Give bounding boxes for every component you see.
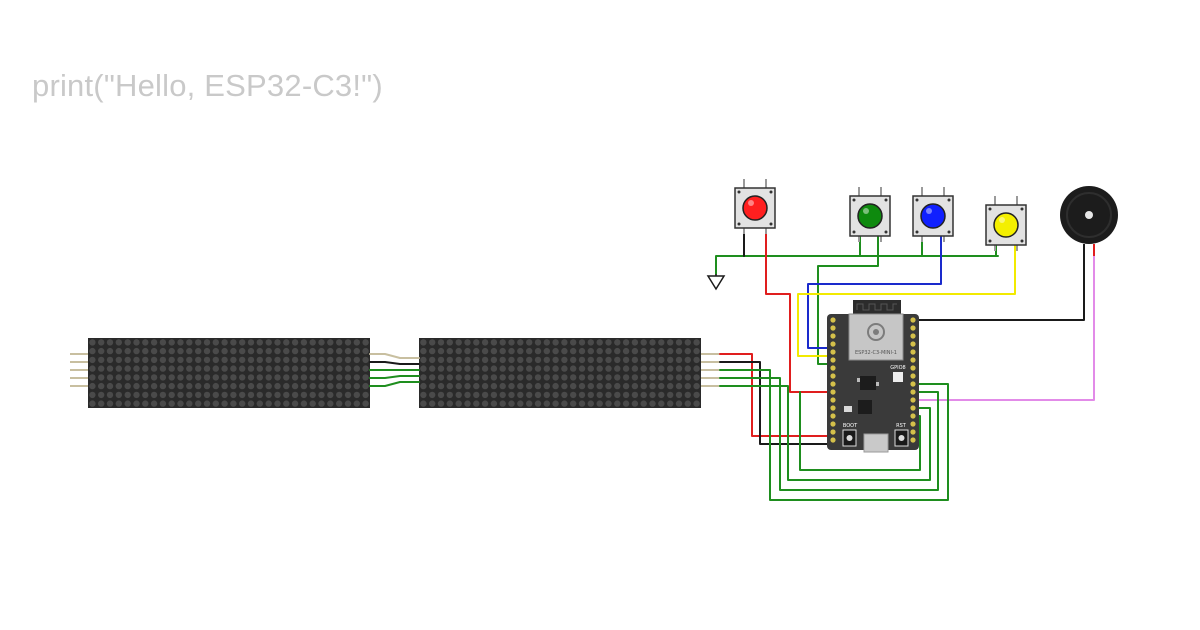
esp32-c3-board[interactable]: ESP32-C3-MINI-1 GPIO8 BOOT RST: [827, 300, 919, 453]
module-label: ESP32-C3-MINI-1: [855, 350, 897, 356]
wires: [715, 227, 1095, 501]
wire-matrix-gnd: [719, 361, 834, 445]
wire-green-signal: [817, 235, 879, 365]
wire-blue-signal: [807, 235, 942, 349]
wire-yellow-signal: [797, 244, 1016, 357]
led-matrix-2[interactable]: [419, 338, 720, 408]
wire-matrix-din: [719, 369, 949, 501]
yellow-pushbutton[interactable]: [985, 196, 1027, 251]
green-pushbutton[interactable]: [849, 187, 891, 242]
wire-red-signal: [765, 227, 834, 393]
buzzer[interactable]: [1060, 186, 1118, 256]
boot-label: BOOT: [843, 423, 858, 429]
wire-matrix-cs: [719, 377, 939, 491]
rst-label: RST: [896, 423, 907, 429]
wire-matrix-vcc: [719, 353, 834, 437]
ground-symbol: [706, 274, 726, 291]
gpio8-label: GPIO8: [890, 365, 905, 371]
matrix-link-wires: [369, 353, 420, 387]
blue-pushbutton[interactable]: [912, 187, 954, 242]
wire-buzzer-gnd: [916, 247, 1085, 321]
matrix-2-pins: [701, 353, 720, 387]
wire-matrix-clk: [719, 385, 931, 481]
code-text: print("Hello, ESP32-C3!"): [32, 68, 383, 103]
matrix-1-pins: [70, 353, 88, 387]
wire-buzzer-signal: [916, 247, 1095, 401]
gpio8-led: [893, 372, 903, 382]
red-pushbutton[interactable]: [734, 179, 776, 234]
usb-port[interactable]: [863, 433, 889, 453]
led-matrix-1[interactable]: [70, 338, 370, 408]
wire-ground-bus: [715, 255, 999, 275]
board-pin-headers: [830, 317, 916, 443]
